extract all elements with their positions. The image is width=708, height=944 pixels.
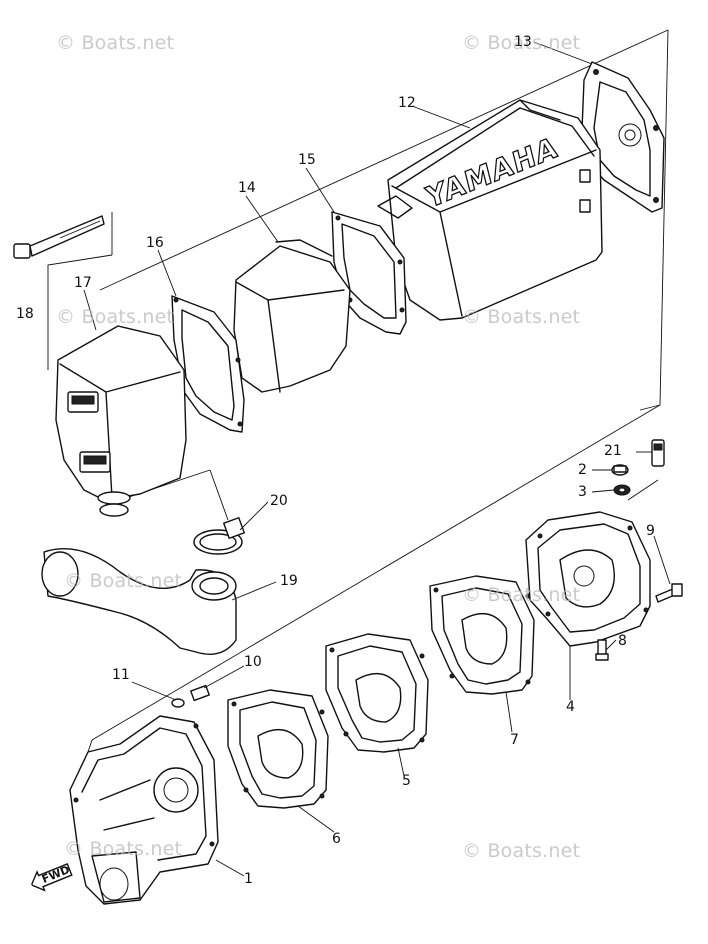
watermark: © Boats.net	[462, 32, 581, 54]
fwd-arrow-icon: FWD	[27, 859, 74, 895]
callout-18: 18	[16, 306, 34, 322]
part-7-gasket	[429, 575, 535, 695]
callout-12: 12	[398, 95, 416, 111]
callout-4: 4	[566, 699, 575, 715]
part-5-gasket	[325, 633, 429, 753]
watermark: © Boats.net	[64, 570, 183, 592]
part-15-gasket	[331, 211, 407, 335]
part-13-end-gasket	[581, 61, 665, 213]
part-11-washer	[171, 698, 185, 708]
watermark: © Boats.net	[462, 306, 581, 328]
part-1-exhaust-manifold	[69, 715, 219, 905]
callout-9: 9	[646, 523, 655, 539]
watermark: © Boats.net	[64, 838, 183, 860]
part-10-bolt	[190, 684, 210, 702]
callout-13: 13	[514, 34, 532, 50]
watermark: © Boats.net	[56, 306, 175, 328]
part-18-bolt	[13, 215, 105, 259]
part-6-gasket	[227, 689, 329, 809]
part-14-baffle-cover	[233, 239, 351, 393]
callout-5: 5	[402, 773, 411, 789]
callout-20: 20	[270, 493, 288, 509]
callout-3: 3	[578, 484, 587, 500]
callout-19: 19	[280, 573, 298, 589]
part-12-muffler-chamber	[377, 99, 603, 321]
callout-8: 8	[618, 633, 627, 649]
callout-16: 16	[146, 235, 164, 251]
watermark: © Boats.net	[56, 32, 175, 54]
callout-10: 10	[244, 654, 262, 670]
part-17-chamber-housing	[55, 325, 187, 517]
callout-1: 1	[244, 871, 253, 887]
callout-2: 2	[578, 462, 587, 478]
part-9-bolt	[655, 583, 683, 603]
callout-leader-lines	[83, 41, 671, 877]
part-19-elbow-hose	[41, 548, 237, 655]
callout-11: 11	[112, 667, 130, 683]
callout-14: 14	[238, 180, 256, 196]
callout-17: 17	[74, 275, 92, 291]
callout-15: 15	[298, 152, 316, 168]
callout-21: 21	[604, 443, 622, 459]
part-21-fitting	[651, 439, 665, 467]
callout-6: 6	[332, 831, 341, 847]
part-20-hose-clamp	[193, 517, 245, 555]
part-8-bolt	[595, 639, 609, 661]
part-3-washer	[613, 484, 631, 496]
part-4-exhaust-body	[525, 511, 651, 647]
watermark: © Boats.net	[462, 584, 581, 606]
callout-7: 7	[510, 732, 519, 748]
watermark: © Boats.net	[462, 840, 581, 862]
part-2-plug	[611, 464, 629, 476]
